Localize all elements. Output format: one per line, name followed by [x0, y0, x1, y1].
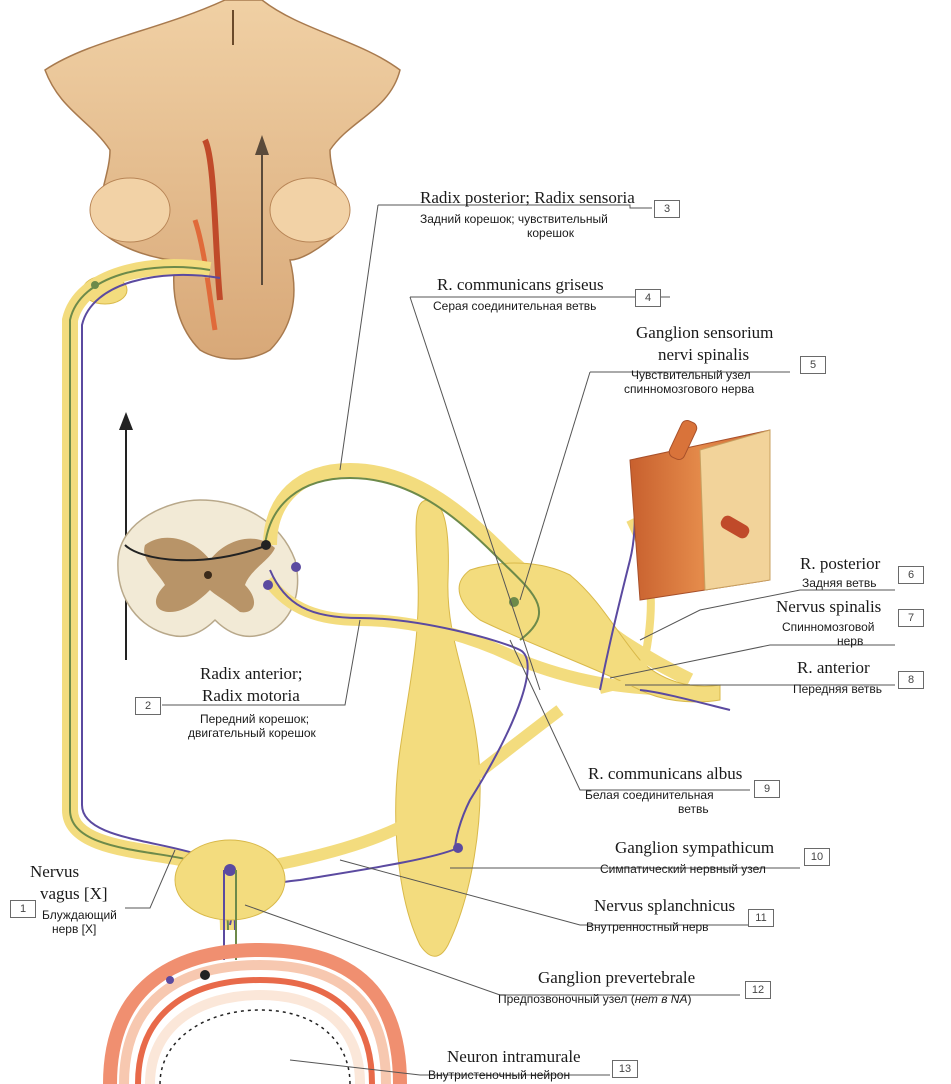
- label-6-latin-1: R. posterior: [800, 554, 880, 574]
- label-11-latin-1: Nervus splanchnicus: [594, 896, 735, 916]
- intestine-wall: [110, 950, 400, 1084]
- label-10-russian-1: Симпатический нервный узел: [600, 862, 766, 877]
- label-1-number: 1: [10, 900, 36, 918]
- label-9-latin-1: R. communicans albus: [588, 764, 742, 784]
- label-7-latin-1: Nervus spinalis: [776, 597, 881, 617]
- label-7-russian-1: Спинномозговой: [782, 620, 875, 635]
- label-4-number: 4: [635, 289, 661, 307]
- label-9-russian-2: ветвь: [678, 802, 709, 817]
- muscle-block: [630, 418, 770, 600]
- label-9-number: 9: [754, 780, 780, 798]
- label-12-number: 12: [745, 981, 771, 999]
- label-11-russian-1: Внутренностный нерв: [586, 920, 709, 935]
- label-11-number: 11: [748, 909, 774, 927]
- label-1-russian-1: Блуждающий: [42, 908, 117, 923]
- label-3-russian-2: корешок: [527, 226, 574, 241]
- label-13-number: 13: [612, 1060, 638, 1078]
- label-5-russian-1: Чувствительный узел: [631, 368, 751, 383]
- label-2-russian-2: двигательный корешок: [188, 726, 316, 741]
- label-10-latin-1: Ganglion sympathicum: [615, 838, 774, 858]
- label-8-russian-1: Передняя ветвь: [793, 682, 882, 697]
- label-7-russian-2: нерв: [837, 634, 863, 649]
- prevertebral-ganglion: [175, 840, 285, 960]
- label-1-latin-1: Nervus: [30, 862, 79, 882]
- label-5-latin-1: Ganglion sensorium: [636, 323, 773, 343]
- label-6-number: 6: [898, 566, 924, 584]
- label-7-number: 7: [898, 609, 924, 627]
- label-2-latin-1: Radix anterior;: [200, 664, 302, 684]
- label-12-russian-1: Предпозвоночный узел (нет в NA): [498, 992, 691, 1007]
- label-13-latin-1: Neuron intramurale: [447, 1047, 581, 1067]
- label-3-number: 3: [654, 200, 680, 218]
- sympathetic-trunk: [396, 500, 480, 956]
- label-4-latin-1: R. communicans griseus: [437, 275, 604, 295]
- label-13-russian-1: Внутристеночный нейрон: [428, 1068, 570, 1083]
- label-3-latin-1: Radix posterior; Radix sensoria: [420, 188, 635, 208]
- label-6-russian-1: Задняя ветвь: [802, 576, 877, 591]
- label-10-number: 10: [804, 848, 830, 866]
- label-2-number: 2: [135, 697, 161, 715]
- brainstem-illustration: [45, 0, 400, 359]
- label-9-russian-1: Белая соединительная: [585, 788, 714, 803]
- label-8-latin-1: R. anterior: [797, 658, 870, 678]
- label-2-russian-1: Передний корешок;: [200, 712, 309, 727]
- label-2-latin-2: Radix motoria: [202, 686, 300, 706]
- label-5-russian-2: спинномозгового нерва: [624, 382, 754, 397]
- label-4-russian-1: Серая соединительная ветвь: [433, 299, 596, 314]
- label-5-number: 5: [800, 356, 826, 374]
- label-8-number: 8: [898, 671, 924, 689]
- label-5-latin-2: nervi spinalis: [658, 345, 749, 365]
- label-1-latin-2: vagus [X]: [40, 884, 108, 904]
- label-12-latin-1: Ganglion prevertebrale: [538, 968, 695, 988]
- label-3-russian-1: Задний корешок; чувствительный: [420, 212, 608, 227]
- label-1-russian-2: нерв [X]: [52, 922, 96, 937]
